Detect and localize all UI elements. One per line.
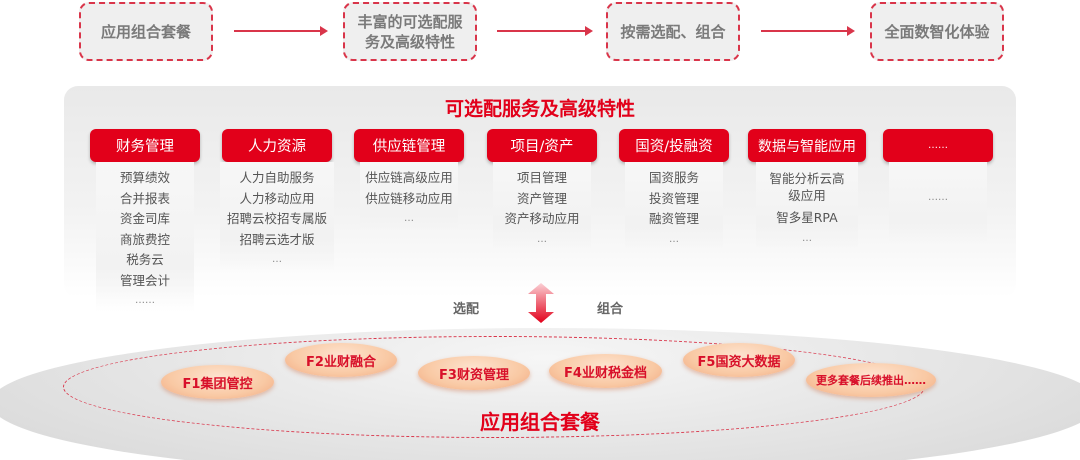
category-item: 预算绩效 [119, 170, 170, 185]
package-more: 更多套餐后续推出…… [806, 363, 936, 397]
category-items: …… [889, 162, 987, 242]
flow-step-label: 应用组合套餐 [100, 22, 191, 41]
category-finance: 财务管理 预算绩效 合并报表 资金司库 商旅费控 税务云 管理会计 …… [90, 129, 200, 312]
packages-title: 应用组合套餐 [480, 410, 600, 434]
category-header: 项目/资产 [487, 129, 597, 162]
category-item: 招聘云选才版 [239, 231, 315, 247]
double-arrow-vertical-icon [528, 283, 554, 323]
category-hr: 人力资源 人力自助服务 人力移动应用 招聘云校招专属版 招聘云选才版 … [220, 129, 334, 271]
category-item: 人力移动应用 [239, 190, 315, 206]
category-project-asset: 项目/资产 项目管理 资产管理 资产移动应用 … [487, 129, 597, 250]
category-header: …… [883, 129, 993, 162]
category-item: 招聘云校招专属版 [226, 211, 327, 226]
category-item: 资产管理 [516, 190, 567, 206]
combine-label: 组合 [597, 302, 624, 317]
package-f2: F2业财融合 [285, 343, 397, 377]
category-item: 供应链高级应用 [365, 170, 453, 185]
flow-step-label: 按需选配、组合 [620, 22, 726, 41]
arrow-right-icon [761, 26, 855, 36]
category-header: 人力资源 [222, 129, 332, 162]
category-items: 供应链高级应用 供应链移动应用 … [360, 162, 458, 230]
category-data-intelligence: 数据与智能应用 智能分析云高级应用 智多星RPA … [748, 129, 866, 249]
category-header: 财务管理 [90, 129, 200, 162]
category-items: 智能分析云高级应用 智多星RPA … [756, 162, 858, 249]
category-items: 项目管理 资产管理 资产移动应用 … [493, 162, 591, 250]
package-label: F5国资大数据 [697, 354, 781, 370]
flow-step-4: 全面数智化体验 [870, 2, 1004, 61]
package-f1: F1集团管控 [161, 365, 274, 399]
select-label: 选配 [453, 302, 480, 317]
category-header: 数据与智能应用 [748, 129, 866, 162]
category-header: 国资/投融资 [619, 129, 729, 162]
package-f4: F4业财税金档 [549, 354, 662, 388]
category-item: …… [135, 295, 155, 306]
flow-step-label: 全面数智化体验 [884, 22, 990, 41]
panel-title: 可选配服务及高级特性 [444, 98, 635, 120]
category-item: … [802, 232, 812, 244]
category-item: 合并报表 [119, 190, 170, 206]
category-item: 项目管理 [516, 170, 567, 185]
package-label: F3财资管理 [439, 367, 509, 383]
category-item: 资金司库 [119, 211, 170, 226]
package-f5: F5国资大数据 [683, 343, 795, 377]
category-item: 供应链移动应用 [365, 190, 453, 206]
category-item: … [537, 233, 547, 245]
category-item: 税务云 [126, 252, 164, 267]
category-item: … [272, 254, 282, 265]
category-item: 智能分析云高级应用 [769, 171, 845, 203]
package-label: F4业财税金档 [564, 365, 647, 381]
category-item: …… [928, 192, 948, 203]
category-item: … [669, 233, 679, 245]
arrow-right-icon [497, 26, 593, 36]
arrow-right-icon [234, 26, 328, 36]
flow-step-label: 丰富的可选配服 务及高级特性 [357, 12, 463, 51]
category-item: 资产移动应用 [504, 211, 580, 226]
package-f3: F3财资管理 [418, 356, 530, 390]
category-header: 供应链管理 [354, 129, 464, 162]
category-item: 投资管理 [648, 190, 699, 206]
package-label: 更多套餐后续推出…… [816, 374, 926, 387]
category-state-investment: 国资/投融资 国资服务 投资管理 融资管理 … [619, 129, 729, 250]
category-item: … [404, 213, 414, 224]
category-items: 人力自助服务 人力移动应用 招聘云校招专属版 招聘云选才版 … [220, 162, 334, 271]
category-item: 商旅费控 [119, 231, 170, 247]
category-item: 人力自助服务 [239, 170, 315, 185]
flow-step-2: 丰富的可选配服 务及高级特性 [343, 2, 477, 61]
category-more: …… …… [883, 129, 993, 242]
category-item: 国资服务 [648, 170, 699, 185]
category-item: 智多星RPA [776, 210, 838, 225]
package-label: F2业财融合 [306, 354, 376, 370]
category-supply-chain: 供应链管理 供应链高级应用 供应链移动应用 … [354, 129, 464, 230]
flow-step-3: 按需选配、组合 [606, 2, 740, 61]
category-items: 国资服务 投资管理 融资管理 … [625, 162, 723, 250]
flow-step-1: 应用组合套餐 [79, 2, 213, 61]
category-item: 融资管理 [648, 211, 699, 226]
category-item: 管理会计 [119, 272, 170, 288]
package-label: F1集团管控 [182, 376, 253, 392]
category-items: 预算绩效 合并报表 资金司库 商旅费控 税务云 管理会计 …… [96, 162, 194, 312]
